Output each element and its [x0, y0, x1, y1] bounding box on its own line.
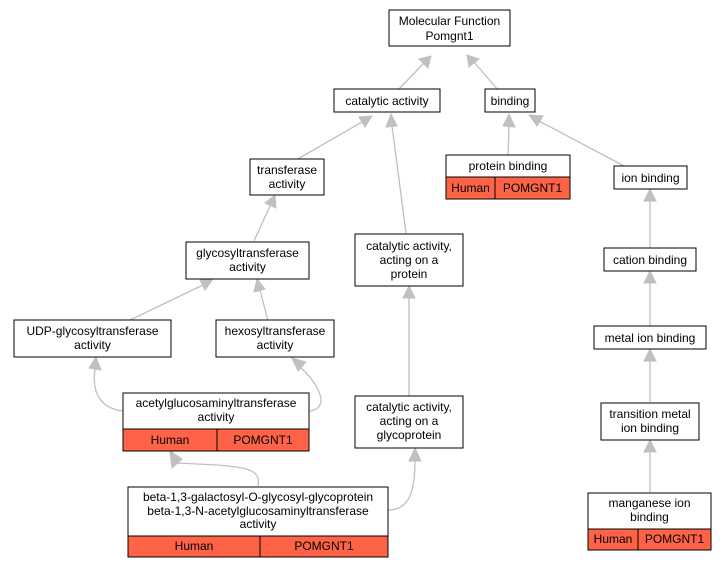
- edge-transferase-to-catalytic: [295, 115, 373, 161]
- node-transition-metal-ion-binding[interactable]: transition metal ion binding: [600, 402, 700, 441]
- node-label-line: catalytic activity,: [366, 239, 452, 253]
- node-protein-binding[interactable]: protein binding Human POMGNT1: [445, 154, 571, 200]
- node-label-line: Molecular Function: [399, 14, 500, 28]
- node-label-line: activity: [240, 517, 277, 531]
- node-label-line: UDP-glycosyltransferase: [26, 324, 158, 338]
- node-cation-binding[interactable]: cation binding: [603, 247, 697, 272]
- node-beta13-galactosyl-activity[interactable]: beta-1,3-galactosyl-O-glycosyl-glycoprot…: [127, 486, 389, 558]
- node-label-line: transferase: [257, 163, 317, 177]
- edge-beta13-to-catglyco: [387, 446, 422, 511]
- node-label-line: manganese ion: [608, 496, 690, 510]
- gene-tag: [216, 428, 310, 452]
- gene-tag: [494, 176, 571, 200]
- edge-catalytic-to-root: [395, 55, 432, 93]
- species-tag-label: Human: [151, 433, 190, 447]
- node-manganese-ion-binding[interactable]: manganese ion binding Human POMGNT1: [587, 492, 712, 551]
- gene-tag-label: POMGNT1: [233, 433, 293, 447]
- node-label-line: binding: [491, 94, 530, 108]
- node-glycosyltransferase-activity[interactable]: glycosyltransferase activity: [185, 241, 310, 280]
- node-molecular-function[interactable]: Molecular Function Pomgnt1: [388, 9, 511, 47]
- edge-acetyl-to-hexosyl: [291, 357, 322, 412]
- edge-ionbinding-to-binding: [527, 114, 627, 168]
- edge-cationbinding-to-ionbinding: [643, 187, 657, 249]
- node-label-line: cation binding: [613, 253, 687, 267]
- node-label-line: protein binding: [469, 159, 548, 173]
- species-tag-label: Human: [451, 181, 490, 195]
- node-ion-binding[interactable]: ion binding: [613, 165, 688, 190]
- node-label-line: activity: [269, 177, 306, 191]
- node-label-line: activity: [198, 410, 235, 424]
- node-udp-glycosyltransferase-activity[interactable]: UDP-glycosyltransferase activity: [13, 319, 172, 358]
- gene-tag-label: POMGNT1: [294, 539, 354, 553]
- gene-tag-label: POMGNT1: [645, 532, 705, 546]
- node-catalytic-activity-protein[interactable]: catalytic activity, acting on a protein: [354, 233, 464, 287]
- node-metal-ion-binding[interactable]: metal ion binding: [593, 325, 707, 350]
- node-label-line: Pomgnt1: [425, 29, 473, 43]
- node-label-line: protein: [391, 267, 428, 281]
- edge-binding-to-root: [466, 54, 499, 91]
- node-binding[interactable]: binding: [484, 88, 536, 113]
- edge-metalion-to-cation: [643, 269, 657, 327]
- species-tag-label: Human: [594, 532, 633, 546]
- node-acetylglucosaminyltransferase-activity[interactable]: acetylglucosaminyltransferase activity H…: [122, 392, 310, 452]
- node-label-line: catalytic activity,: [366, 400, 452, 414]
- gene-tag: [259, 535, 389, 558]
- gene-tag: [637, 528, 712, 551]
- node-label-line: catalytic activity: [345, 94, 428, 108]
- node-label-line: acetylglucosaminyltransferase: [136, 396, 297, 410]
- edge-catglyco-to-catprotein: [402, 284, 416, 396]
- edge-glycosyl-to-transferase: [253, 194, 277, 242]
- edge-transition-to-metalion: [643, 347, 657, 402]
- node-label-line: activity: [257, 338, 294, 352]
- node-label-line: hexosyltransferase: [225, 324, 326, 338]
- node-label-line: metal ion binding: [605, 331, 696, 345]
- species-tag-label: Human: [175, 539, 214, 553]
- edge-proteinbinding-to-binding: [502, 112, 516, 157]
- node-hexosyltransferase-activity[interactable]: hexosyltransferase activity: [215, 319, 335, 358]
- edge-manganese-to-transition: [643, 438, 657, 492]
- node-catalytic-activity[interactable]: catalytic activity: [333, 88, 441, 113]
- node-catalytic-activity-glycoprotein[interactable]: catalytic activity, acting on a glycopro…: [354, 395, 464, 449]
- edge-catprotein-to-catalytic: [385, 112, 407, 234]
- edge-acetyl-to-udp: [88, 355, 124, 412]
- node-label-line: ion binding: [621, 421, 679, 435]
- node-label-line: binding: [630, 510, 669, 524]
- gene-tag-label: POMGNT1: [503, 181, 563, 195]
- node-label-line: glycoprotein: [377, 428, 442, 442]
- node-label-line: activity: [229, 260, 266, 274]
- node-label-line: acting on a: [380, 253, 439, 267]
- edge-udp-to-glycosyl: [127, 278, 215, 322]
- node-label-line: ion binding: [621, 171, 679, 185]
- node-label-line: acting on a: [380, 414, 439, 428]
- node-label-line: beta-1,3-galactosyl-O-glycosyl-glycoprot…: [143, 490, 373, 504]
- node-transferase-activity[interactable]: transferase activity: [249, 158, 325, 196]
- node-label-line: activity: [74, 338, 111, 352]
- edge-beta13-to-acetyl: [169, 449, 260, 487]
- edge-hexosyl-to-glycosyl: [253, 277, 269, 322]
- node-label-line: transition metal: [609, 407, 690, 421]
- node-label-line: beta-1,3-N-acetylglucosaminyltransferase: [147, 504, 369, 518]
- node-label-line: glycosyltransferase: [196, 246, 299, 260]
